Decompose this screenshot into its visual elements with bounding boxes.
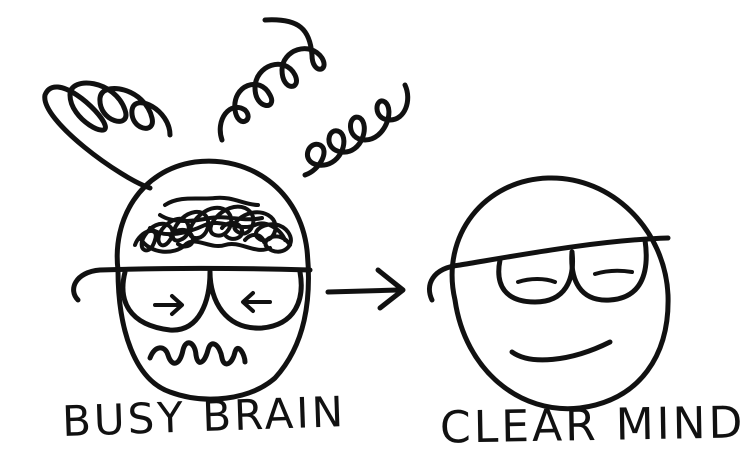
goggle-right — [207, 269, 304, 331]
closed-eye-right — [593, 268, 634, 276]
goggle-left — [496, 249, 576, 305]
thought-coil-middle — [217, 17, 327, 143]
closed-eye-left — [516, 277, 557, 284]
headband-line — [71, 266, 313, 303]
busy-brain-head-icon — [71, 158, 313, 402]
label-busy-brain: BUSY BRAIN — [61, 387, 347, 446]
tangled-brain-scribble — [133, 195, 293, 254]
thought-coil-right — [302, 82, 411, 178]
clear-mind-head-icon — [426, 175, 671, 412]
eye-arrow-right — [241, 291, 272, 313]
eye-arrow-left — [153, 294, 184, 316]
squiggly-mouth — [147, 340, 248, 367]
thought-coil-left — [42, 80, 173, 191]
label-clear-mind: CLEAR MIND — [439, 397, 746, 454]
arrow-right-icon — [325, 267, 406, 311]
headband-line — [426, 235, 671, 303]
goggle-left — [120, 269, 213, 333]
calm-smile — [509, 339, 613, 363]
goggle-right — [569, 237, 649, 303]
